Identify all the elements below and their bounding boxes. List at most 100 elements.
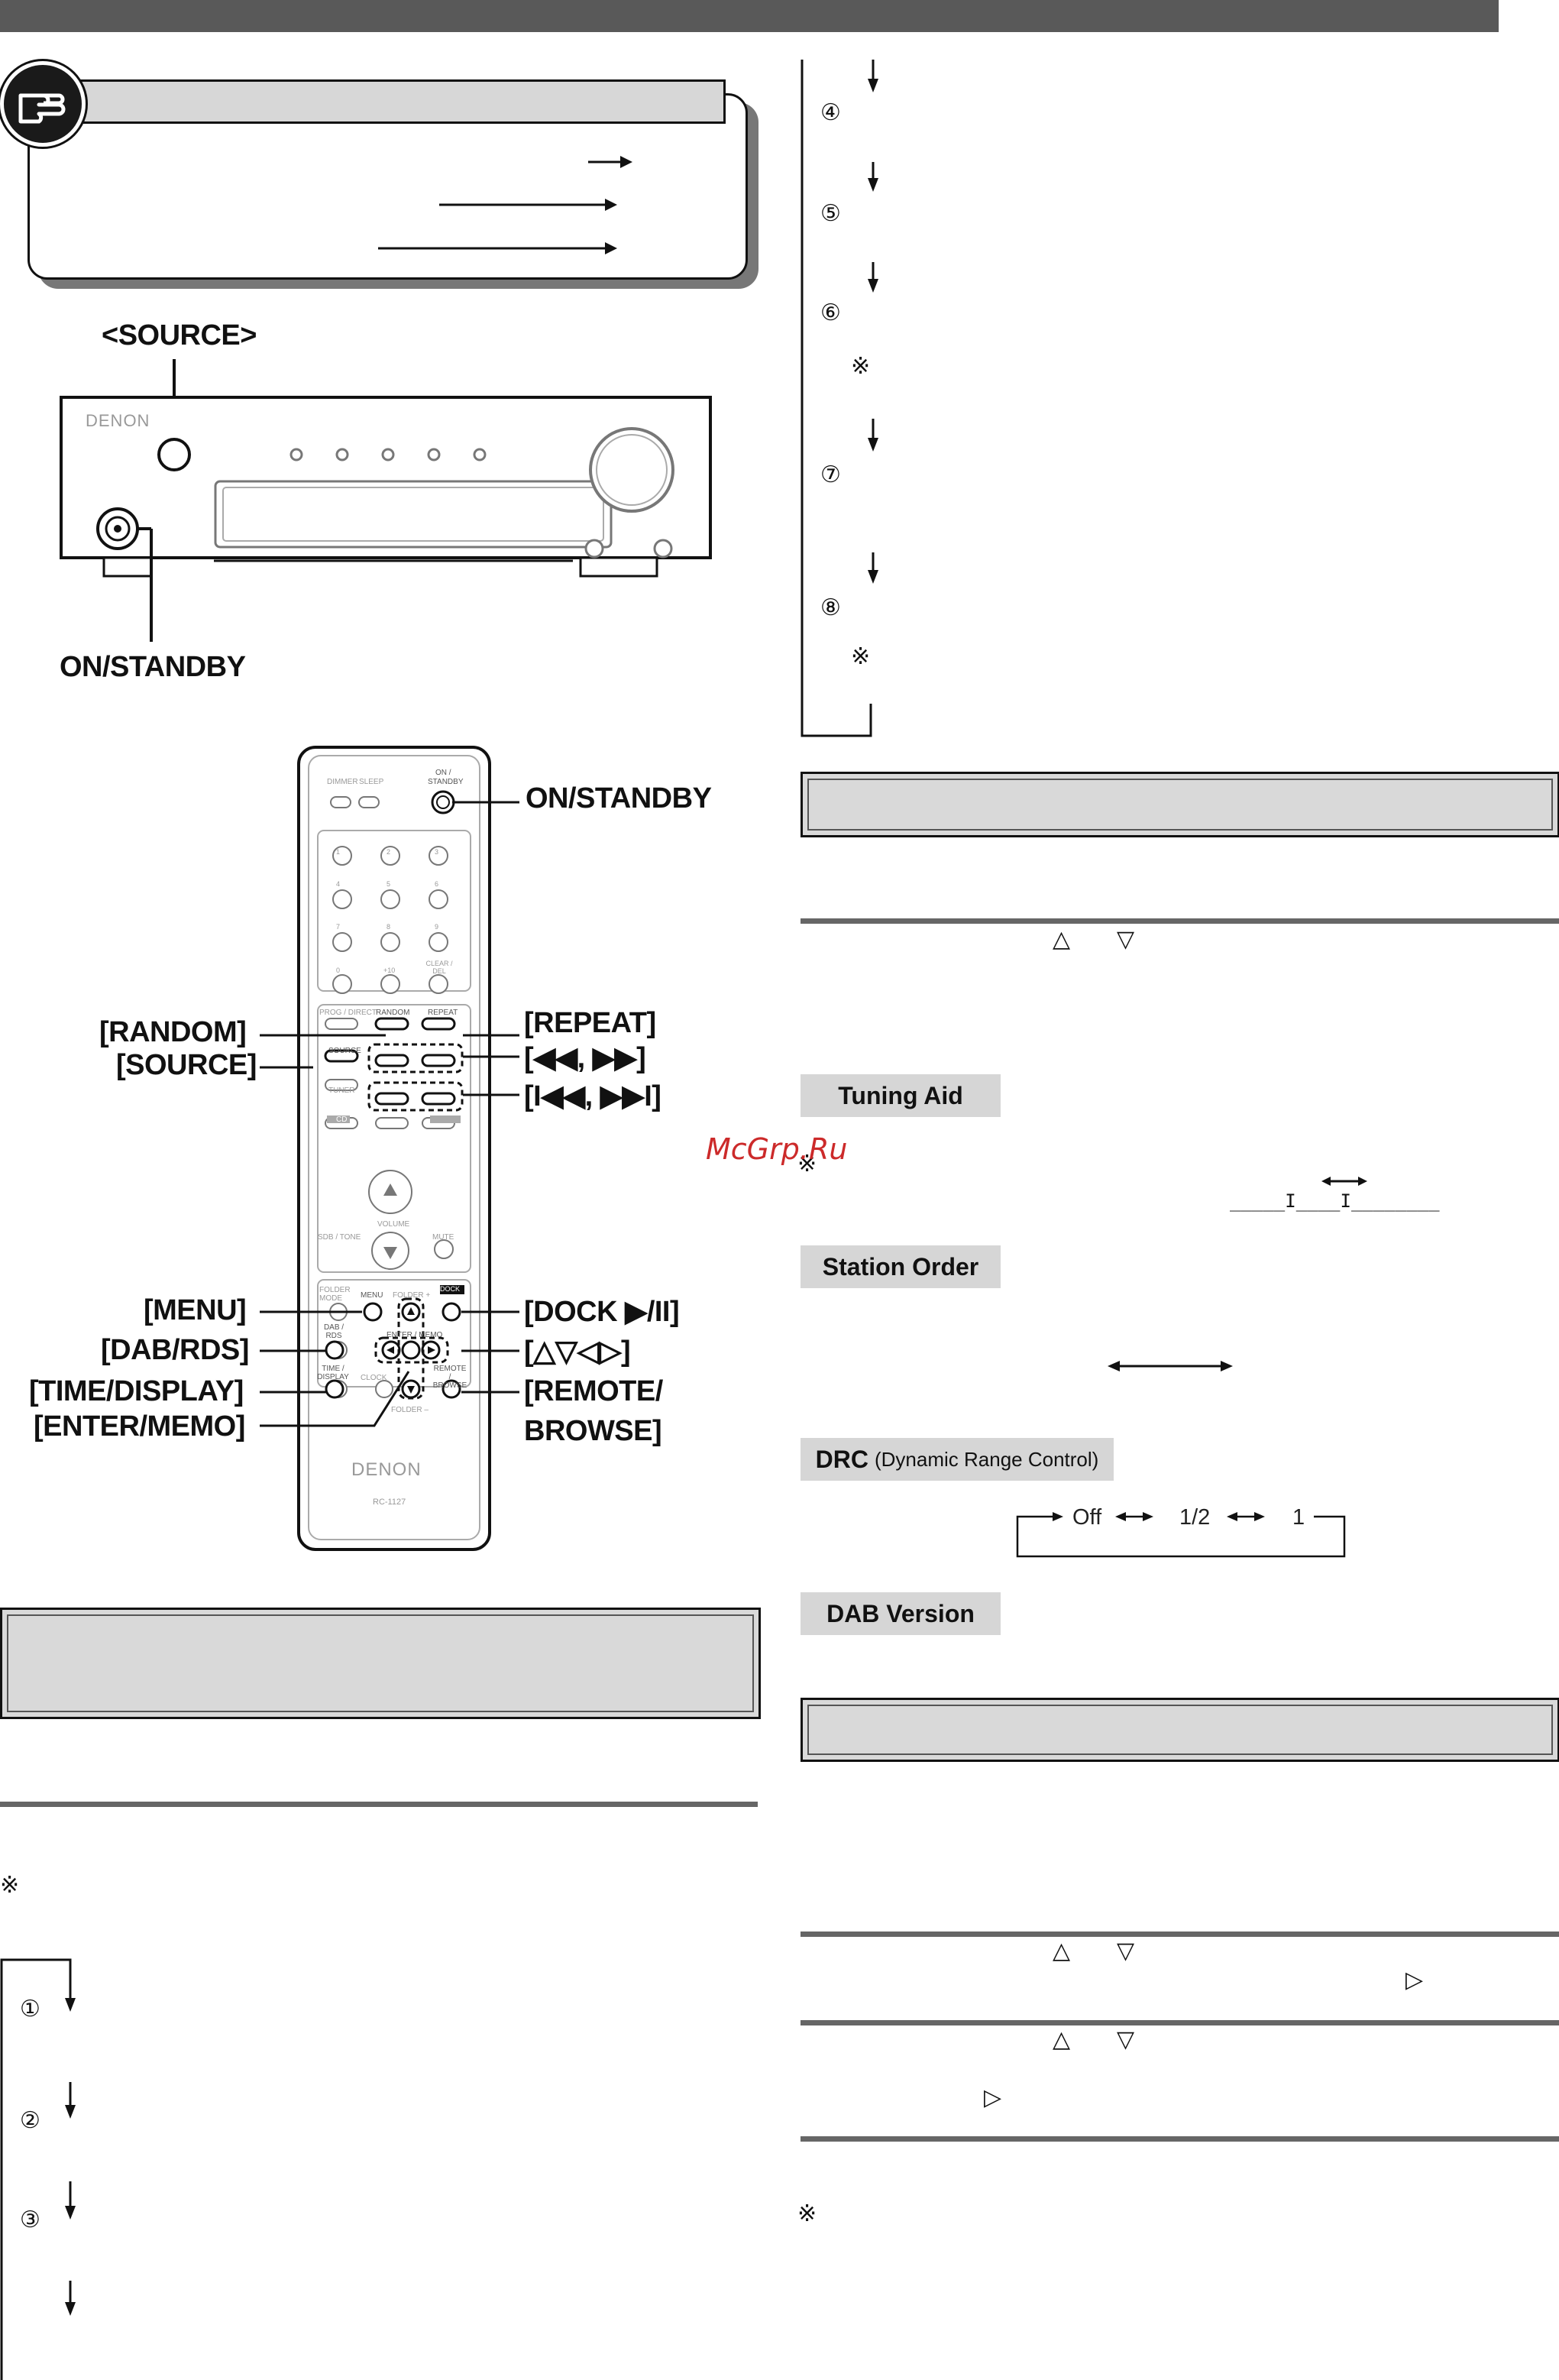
right-section-header-2 bbox=[801, 1698, 1559, 1762]
remote-menu-text: MENU bbox=[361, 1291, 383, 1300]
bottom-note-mark: ※ bbox=[797, 2200, 817, 2227]
right-section-header-1 bbox=[801, 772, 1559, 837]
on-standby-label: ON/STANDBY bbox=[60, 651, 246, 683]
remote-browse-label-1: [REMOTE/ bbox=[524, 1375, 663, 1407]
remote-onstandby-text-1: ON / bbox=[435, 769, 451, 777]
right-divider-1 bbox=[801, 918, 1559, 924]
tuning-aid-tag: Tuning Aid bbox=[801, 1074, 1001, 1117]
remote-model-text: RC-1127 bbox=[373, 1498, 406, 1507]
cursor-label: [△▽◁▷] bbox=[524, 1336, 631, 1368]
remote-repeat-text: REPEAT bbox=[428, 1009, 458, 1017]
source-knob-label: <SOURCE> bbox=[102, 319, 257, 351]
key-5: 5 bbox=[387, 880, 391, 888]
key-1: 1 bbox=[336, 848, 341, 856]
key-3: 3 bbox=[435, 848, 439, 856]
remote-mute-text: MUTE bbox=[432, 1233, 454, 1242]
drc-value-one: 1 bbox=[1292, 1505, 1305, 1530]
down-cursor-glyph-2: ▽ bbox=[1117, 1938, 1135, 1964]
drc-value-half: 1/2 bbox=[1179, 1505, 1211, 1530]
remote-dock-text: DOCK bbox=[440, 1285, 461, 1293]
random-label: [RANDOM] bbox=[99, 1016, 247, 1048]
right-cursor-glyph-2: ▷ bbox=[984, 2084, 1002, 2111]
drc-tag-detail: (Dynamic Range Control) bbox=[875, 1447, 1099, 1471]
remote-time-display-text: TIME / DISPLAY bbox=[317, 1365, 349, 1381]
remote-folder-plus-text: FOLDER + bbox=[393, 1291, 431, 1300]
drc-value-off: Off bbox=[1072, 1505, 1102, 1530]
callout-header bbox=[64, 79, 726, 124]
station-order-tag: Station Order bbox=[801, 1245, 1001, 1288]
dab-version-tag: DAB Version bbox=[801, 1592, 1001, 1635]
remote-folder-mode-text: FOLDER MODE bbox=[319, 1286, 351, 1303]
key-2: 2 bbox=[387, 848, 391, 856]
step-8: ⑧ bbox=[820, 594, 841, 621]
remote-onstandby-text-2: STANDBY bbox=[428, 778, 464, 786]
key-plus10: +10 bbox=[383, 967, 396, 974]
down-cursor-glyph-1: ▽ bbox=[1117, 926, 1135, 953]
drc-cycle-diagram bbox=[1016, 1512, 1346, 1558]
key-7: 7 bbox=[336, 923, 341, 931]
drc-tag: DRC (Dynamic Range Control) bbox=[801, 1438, 1114, 1481]
time-display-label: [TIME/DISPLAY] bbox=[29, 1375, 244, 1407]
up-cursor-glyph-3: △ bbox=[1053, 2026, 1071, 2053]
remote-drawing bbox=[297, 746, 491, 1551]
remote-sdb-tone-text: SDB / TONE bbox=[318, 1233, 361, 1242]
menu-label: [MENU] bbox=[144, 1294, 247, 1326]
remote-clock-text: CLOCK bbox=[361, 1374, 387, 1382]
right-divider-2 bbox=[801, 1932, 1559, 1937]
key-0: 0 bbox=[336, 967, 341, 974]
remote-cd-text: CD bbox=[336, 1116, 348, 1124]
drc-tag-bold: DRC bbox=[815, 1445, 868, 1473]
right-divider-4 bbox=[801, 2136, 1559, 2142]
step-2: ② bbox=[20, 2107, 40, 2134]
source-label: [SOURCE] bbox=[116, 1049, 257, 1081]
unit-brand-logo: DENON bbox=[86, 411, 150, 430]
tuning-scale: _____I____I________ bbox=[1230, 1190, 1440, 1212]
up-cursor-glyph-2: △ bbox=[1053, 1938, 1071, 1964]
step-3: ③ bbox=[20, 2207, 40, 2233]
remote-prog-direct-text: PROG / DIRECT bbox=[319, 1009, 377, 1017]
skip-label: [I◀◀, ▶▶I] bbox=[524, 1080, 661, 1112]
left-divider bbox=[0, 1802, 758, 1807]
remote-sleep-text: SLEEP bbox=[359, 778, 384, 786]
enter-memo-label: [ENTER/MEMO] bbox=[34, 1410, 245, 1443]
page-header-bar bbox=[0, 0, 1499, 32]
repeat-label: [REPEAT] bbox=[524, 1007, 656, 1039]
step-6: ⑥ bbox=[820, 300, 841, 326]
step-7: ⑦ bbox=[820, 461, 841, 488]
tuning-double-arrow bbox=[1321, 1177, 1367, 1186]
step-1: ① bbox=[20, 1996, 40, 2022]
step-4: ④ bbox=[820, 99, 841, 126]
remote-on-standby-label: ON/STANDBY bbox=[526, 782, 712, 814]
remote-dab-rds-text: DAB / RDS bbox=[323, 1323, 344, 1340]
remote-leader-lines bbox=[260, 801, 519, 1427]
right-cursor-glyph-1: ▷ bbox=[1405, 1967, 1424, 1993]
step6-note-mark: ※ bbox=[851, 353, 871, 380]
dock-label: [DOCK ▶/II] bbox=[524, 1296, 680, 1328]
remote-browse-small-text: REMOTE / BROWSE bbox=[432, 1365, 467, 1390]
up-cursor-glyph-1: △ bbox=[1053, 926, 1071, 953]
key-6: 6 bbox=[435, 880, 439, 888]
remote-browse-label-2: BROWSE] bbox=[524, 1415, 662, 1447]
remote-source-text: SOURCE bbox=[328, 1047, 361, 1055]
remote-clear-del-text: CLEAR / DEL bbox=[425, 960, 453, 975]
key-9: 9 bbox=[435, 923, 439, 931]
step-5: ⑤ bbox=[820, 200, 841, 227]
search-label: [◀◀, ▶▶] bbox=[524, 1042, 646, 1074]
remote-dimmer-text: DIMMER bbox=[327, 778, 358, 786]
remote-volume-text: VOLUME bbox=[377, 1220, 410, 1229]
step8-note-mark: ※ bbox=[851, 643, 871, 670]
key-8: 8 bbox=[387, 923, 391, 931]
watermark-text: McGrp.Ru bbox=[706, 1132, 848, 1166]
key-4: 4 bbox=[336, 880, 341, 888]
dab-rds-label: [DAB/RDS] bbox=[101, 1334, 249, 1366]
right-flow-lines bbox=[801, 60, 878, 737]
right-divider-3 bbox=[801, 2020, 1559, 2025]
down-cursor-glyph-3: ▽ bbox=[1117, 2026, 1135, 2053]
left-note-mark: ※ bbox=[0, 1872, 20, 1899]
tuning-aid-note-mark: ※ bbox=[797, 1151, 817, 1177]
remote-brand-logo: DENON bbox=[351, 1459, 422, 1480]
callout-arrows bbox=[378, 156, 632, 254]
remote-random-text: RANDOM bbox=[376, 1009, 410, 1017]
left-section-header bbox=[0, 1608, 761, 1719]
station-order-double-arrow bbox=[1108, 1361, 1233, 1371]
